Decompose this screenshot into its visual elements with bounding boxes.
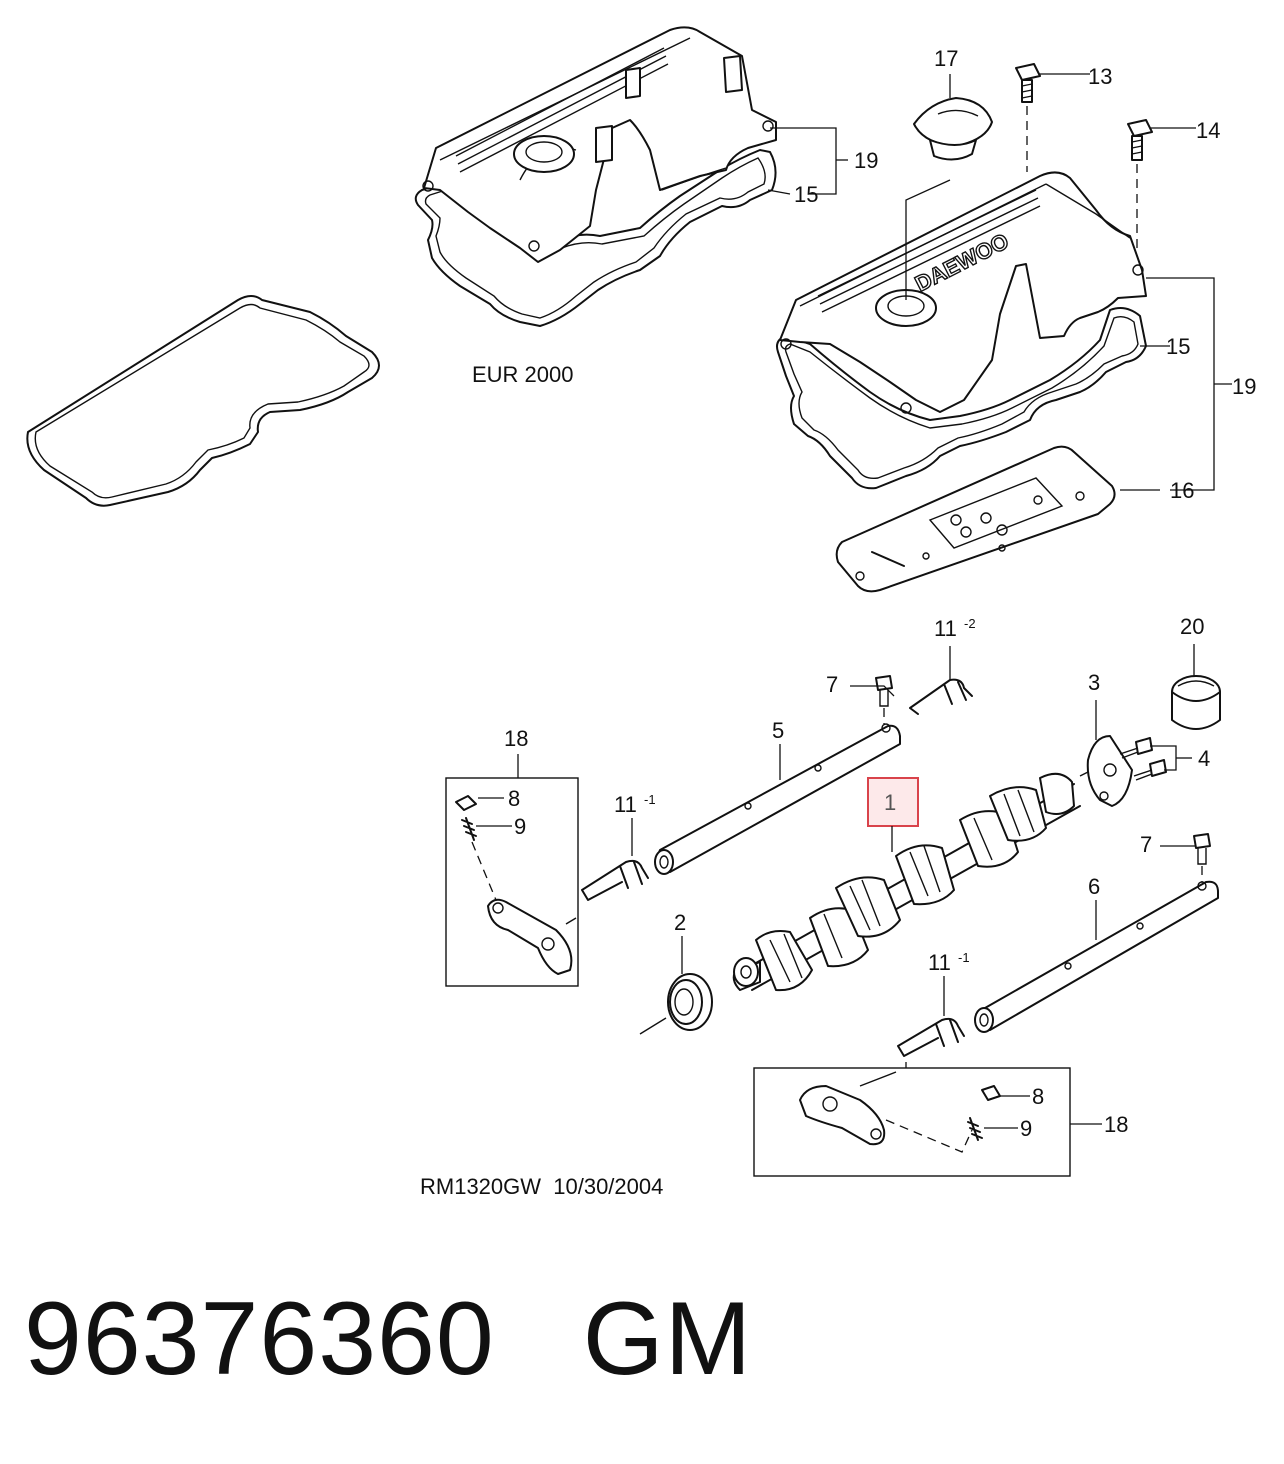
- part-number-heading: 96376360 GM: [24, 1281, 753, 1397]
- part-number: 96376360: [24, 1281, 495, 1397]
- callout-11-1-upper-suffix: -1: [644, 792, 656, 807]
- spring-clip-11-1-lower: [897, 1017, 965, 1057]
- callout-16[interactable]: 16: [1170, 478, 1194, 503]
- callout-3[interactable]: 3: [1088, 670, 1100, 695]
- callout-7-lower[interactable]: 7: [1140, 832, 1152, 857]
- callout-15-eur[interactable]: 15: [794, 182, 818, 207]
- bolt-13: [1015, 63, 1041, 103]
- rocker-shaft-upper: [654, 723, 901, 875]
- callout-2[interactable]: 2: [674, 910, 686, 935]
- callout-11-1-lower-suffix: -1: [958, 950, 970, 965]
- spring-clip-11-1-upper: [581, 859, 649, 901]
- screw-4-lower: [1133, 759, 1167, 781]
- valve-cover-daewoo: DAEWOO: [776, 171, 1147, 490]
- callout-18-lower[interactable]: 18: [1104, 1112, 1128, 1137]
- callout-20[interactable]: 20: [1180, 614, 1204, 639]
- screw-4-upper: [1119, 737, 1153, 759]
- oil-seal: [639, 973, 713, 1035]
- callout-6[interactable]: 6: [1088, 874, 1100, 899]
- drawing-reference: RM1320GW 10/30/2004: [420, 1174, 663, 1199]
- callout-11-2[interactable]: 11: [934, 616, 957, 641]
- spring-clip-11-2: [909, 678, 973, 715]
- callout-8-lower[interactable]: 8: [1032, 1084, 1044, 1109]
- leader-lines: [476, 73, 1232, 1129]
- callout-11-1-lower[interactable]: 11: [928, 950, 951, 975]
- callout-11-1-upper[interactable]: 11: [614, 792, 637, 817]
- bolt-14: [1127, 119, 1153, 161]
- cam-ring: [1171, 675, 1221, 730]
- highlight-part-1: [867, 777, 919, 827]
- baffle-plate: [835, 445, 1116, 593]
- loose-gasket: [26, 295, 380, 507]
- variant-caption: EUR 2000: [472, 362, 574, 387]
- callout-14[interactable]: 14: [1196, 118, 1220, 143]
- callout-9-lower[interactable]: 9: [1020, 1116, 1032, 1141]
- oil-filler-cap: [913, 97, 993, 161]
- callout-19-daewoo[interactable]: 19: [1232, 374, 1256, 399]
- callouts: 1 2 3 4 5 6 7 7 8 8 9 9 11 -1 11 -2 11 -…: [504, 46, 1256, 1141]
- rocker-arm-group-lower: [753, 1067, 1071, 1177]
- bolt-7-lower: [1193, 833, 1211, 865]
- parts-diagram: DAEWOO: [26, 26, 1256, 1199]
- thrust-plate: [1079, 735, 1133, 807]
- callout-8-upper[interactable]: 8: [508, 786, 520, 811]
- callout-15-daewoo[interactable]: 15: [1166, 334, 1190, 359]
- callout-18-upper[interactable]: 18: [504, 726, 528, 751]
- callout-1[interactable]: 1: [884, 790, 896, 815]
- callout-5[interactable]: 5: [772, 718, 784, 743]
- callout-13[interactable]: 13: [1088, 64, 1112, 89]
- valve-cover-eur2000: [414, 26, 777, 327]
- callout-19-eur[interactable]: 19: [854, 148, 878, 173]
- callout-7-upper[interactable]: 7: [826, 672, 838, 697]
- brand-name: GM: [582, 1281, 753, 1397]
- callout-17[interactable]: 17: [934, 46, 958, 71]
- callout-4[interactable]: 4: [1198, 746, 1210, 771]
- rocker-shaft-lower: [974, 880, 1219, 1033]
- camshaft: [732, 772, 1081, 992]
- callout-11-2-suffix: -2: [964, 616, 976, 631]
- rocker-arm-group-upper: [445, 777, 579, 987]
- callout-9-upper[interactable]: 9: [514, 814, 526, 839]
